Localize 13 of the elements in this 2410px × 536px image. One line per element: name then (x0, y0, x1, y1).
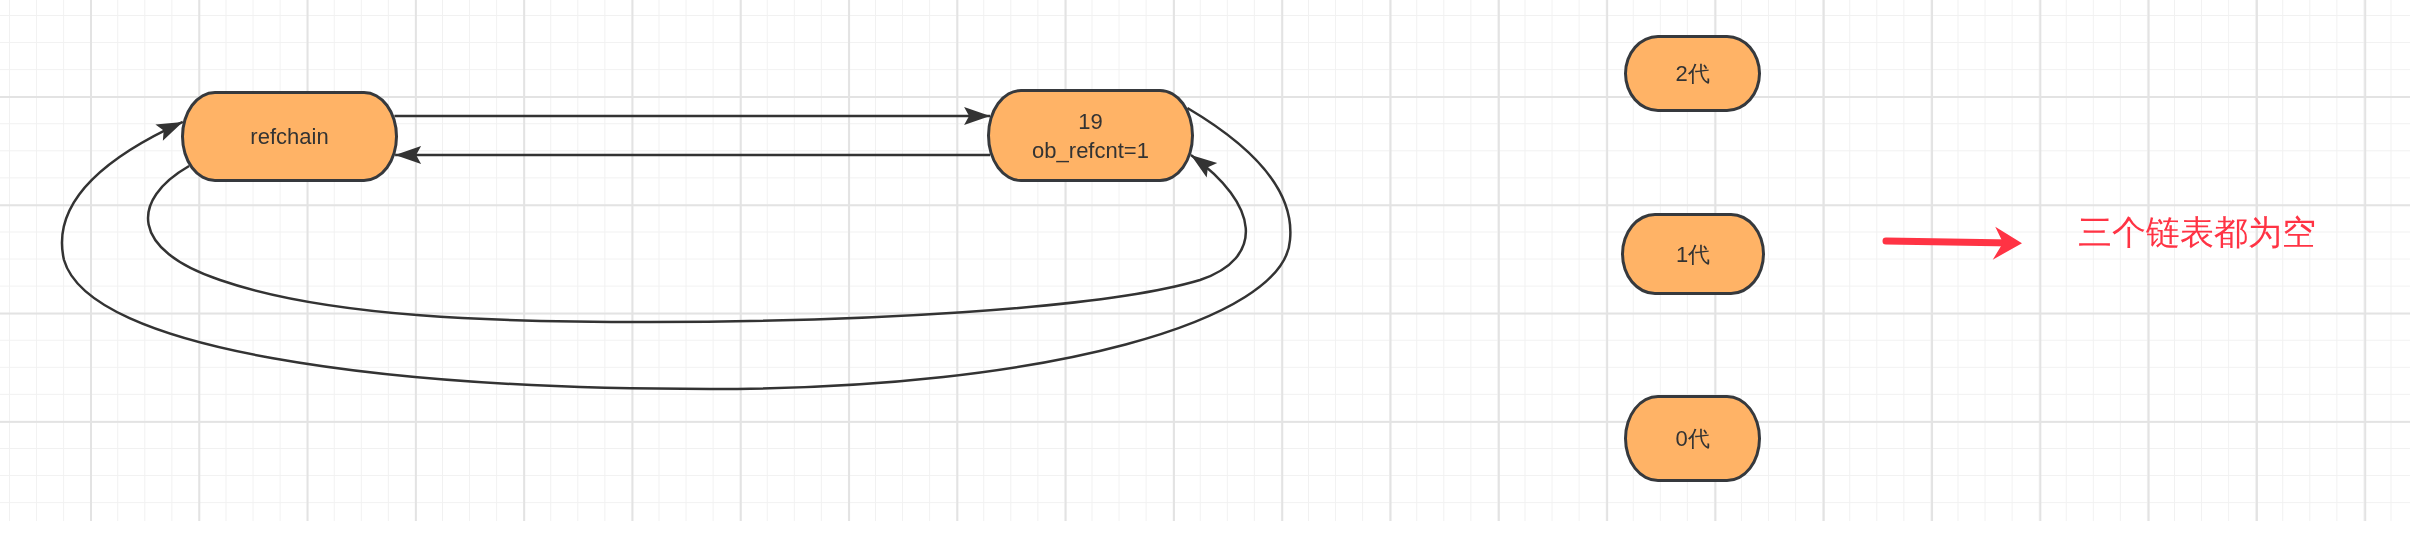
node-label: 0代 (1675, 425, 1710, 453)
node-label: 1代 (1675, 240, 1711, 269)
generation-box (1621, 213, 1765, 295)
node-label: 19 (1078, 107, 1103, 136)
list-node-box (181, 91, 398, 182)
arrow (1882, 226, 2022, 260)
curved-arrow (61, 106, 1292, 391)
node-label: ob_refcnt=1 (1032, 136, 1149, 165)
curved-arrow (147, 154, 1247, 324)
node-label: refchain (250, 123, 329, 151)
list-node-box (987, 89, 1194, 182)
node-label: 2代 (1675, 60, 1710, 88)
note-text: 三个链表都为空 (2078, 212, 2316, 252)
